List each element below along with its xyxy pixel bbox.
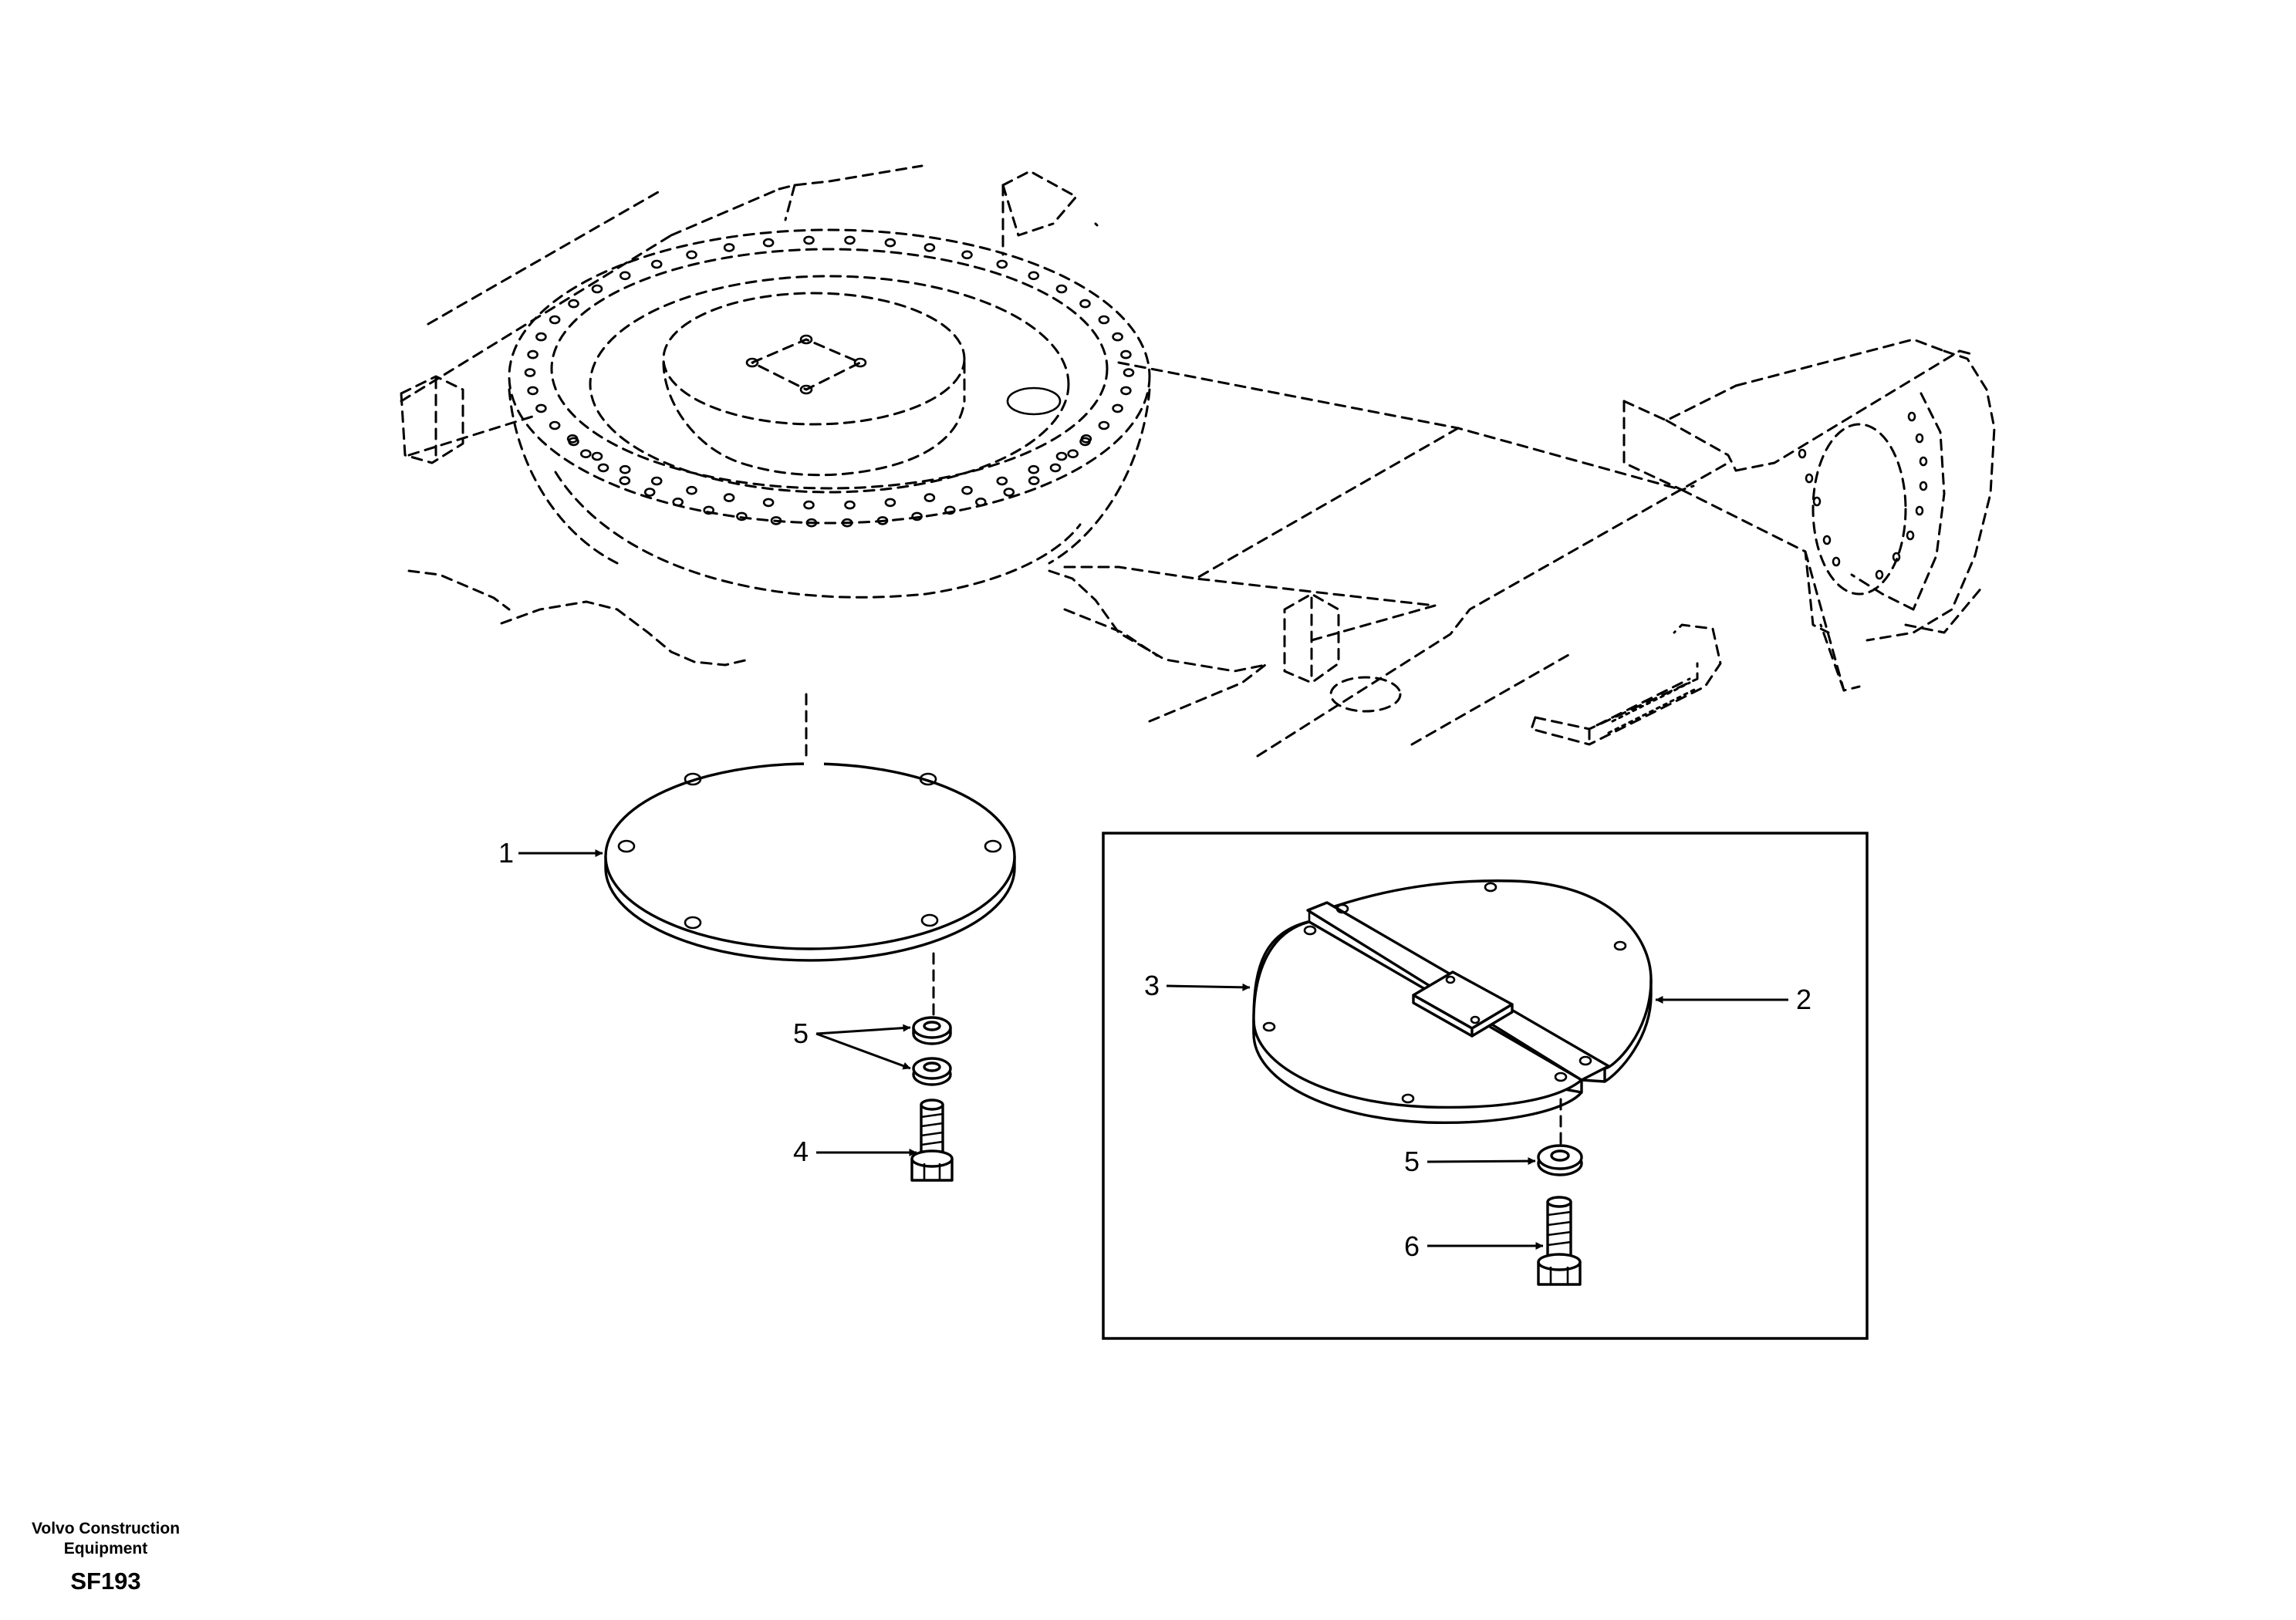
- bearing-bolt-hole: [1079, 299, 1091, 309]
- swing-gear-hub: [662, 292, 1062, 477]
- bearing-bolt-hole: [549, 315, 561, 325]
- bearing-bolt-hole: [884, 498, 896, 508]
- bearing-bolt-hole: [524, 368, 536, 377]
- bearing-bolt-hole: [770, 516, 782, 525]
- bearing-bolt-hole: [736, 511, 748, 521]
- callout-6: 6: [1404, 1230, 1544, 1262]
- svg-text:5: 5: [1404, 1146, 1420, 1177]
- bearing-bolt-hole: [579, 449, 592, 459]
- bearing-bolt-hole: [597, 463, 609, 473]
- bearing-bolt-hole: [961, 250, 973, 260]
- footer-company-line1: Volvo Construction: [32, 1520, 180, 1537]
- bearing-bolt-hole: [1112, 332, 1123, 342]
- bearing-bolt-hole: [923, 493, 936, 502]
- bearing-bolt-hole: [975, 497, 987, 507]
- bearing-bolt-hole: [650, 259, 663, 269]
- bearing-bolt-hole: [923, 243, 936, 252]
- bearing-bolt-hole: [566, 434, 579, 444]
- bearing-bolt-hole: [1112, 403, 1123, 413]
- bearing-bolt-hole: [996, 259, 1008, 269]
- bearing-bolt-hole: [762, 498, 775, 508]
- bearing-bolt-hole: [996, 476, 1008, 486]
- bearing-bolt-hole: [844, 500, 856, 510]
- bearing-bolt-hole: [876, 516, 889, 525]
- footer-figure-code: SF193: [70, 1568, 140, 1595]
- bearing-bolt-hole: [1098, 315, 1110, 325]
- washer-inset: [1537, 1144, 1583, 1176]
- svg-text:1: 1: [498, 837, 514, 869]
- washer-upper: [912, 1016, 952, 1045]
- bearing-bolt-hole: [619, 464, 631, 474]
- bolt-left: [910, 1099, 954, 1182]
- svg-text:6: 6: [1404, 1230, 1420, 1262]
- bearing-bolt-hole: [1120, 386, 1132, 396]
- bearing-bolt-hole: [1028, 464, 1040, 474]
- bearing-bolt-hole: [619, 476, 631, 485]
- bearing-bolt-hole: [686, 250, 697, 260]
- footer-brand: Volvo Construction Equipment SF193: [32, 1520, 180, 1595]
- bearing-bolt-hole: [1055, 451, 1068, 461]
- bearing-bolt-hole: [535, 332, 547, 342]
- bolt-inset: [1537, 1196, 1582, 1286]
- split-cover-plate: [1252, 879, 1653, 1125]
- callout-4: 4: [793, 1136, 917, 1167]
- callout-3: 3: [1144, 970, 1251, 1001]
- bearing-bolt-hole: [723, 493, 735, 502]
- callout-5-inset: 5: [1404, 1146, 1536, 1177]
- bearing-bolt-hole: [1003, 488, 1015, 497]
- bearing-bolt-hole: [527, 386, 539, 396]
- slewing-ring-bearing: [508, 228, 1151, 599]
- cover-plate: [604, 760, 1016, 962]
- bearing-bolt-hole: [803, 500, 815, 510]
- bearing-bolt-hole: [591, 451, 603, 461]
- svg-text:4: 4: [793, 1136, 809, 1167]
- bearing-bolt-hole: [1123, 368, 1135, 377]
- washer-lower: [912, 1057, 952, 1086]
- bearing-bolt-hole: [803, 235, 815, 245]
- bearing-bolt-hole: [619, 271, 631, 281]
- svg-text:3: 3: [1144, 970, 1160, 1001]
- bearing-bolt-hole: [650, 476, 663, 486]
- callout-2: 2: [1655, 984, 1811, 1015]
- bearing-bolt-hole: [961, 485, 973, 495]
- bearing-bolt-hole: [568, 299, 579, 309]
- pivot-bolt-holes: [1798, 411, 1928, 580]
- bearing-bolt-hole: [527, 349, 539, 359]
- bearing-bolt-hole: [643, 488, 656, 497]
- bearing-bolt-hole: [686, 485, 697, 495]
- bearing-bolt-hole: [703, 505, 715, 515]
- bearing-bolt-hole: [1028, 476, 1040, 485]
- bearing-bolt-hole: [723, 243, 735, 252]
- bearing-bolt-hole: [944, 505, 956, 515]
- svg-text:5: 5: [793, 1018, 809, 1049]
- bearing-bolt-hole: [549, 420, 561, 430]
- callout-1: 1: [498, 837, 603, 869]
- bearing-bolt-hole: [844, 235, 856, 245]
- bearing-bolt-hole: [672, 497, 684, 507]
- bearing-bolt-hole: [841, 518, 853, 528]
- bearing-bolt-hole: [1080, 434, 1092, 444]
- inset-frame: [1102, 832, 1869, 1340]
- bearing-bolt-hole: [911, 511, 923, 521]
- bearing-bolt-hole: [1067, 449, 1079, 459]
- callout-5-left: 5: [793, 1018, 911, 1070]
- bearing-bolt-hole: [884, 238, 896, 248]
- bearing-bolt-hole: [1120, 349, 1132, 359]
- bearing-bolt-hole: [762, 238, 775, 248]
- bearing-bolt-hole: [1098, 420, 1110, 430]
- upper-frame-outline: [400, 164, 1996, 758]
- svg-text:2: 2: [1796, 984, 1811, 1015]
- bearing-bolt-hole: [591, 284, 603, 294]
- bearing-bolt-holes: [524, 235, 1135, 528]
- bearing-bolt-hole: [805, 518, 818, 528]
- bearing-bolt-hole: [535, 403, 547, 413]
- bearing-bolt-hole: [1055, 284, 1068, 294]
- bearing-bolt-hole: [1028, 271, 1040, 281]
- bearing-bolt-hole: [1049, 463, 1062, 473]
- footer-company-line2: Equipment: [64, 1540, 148, 1558]
